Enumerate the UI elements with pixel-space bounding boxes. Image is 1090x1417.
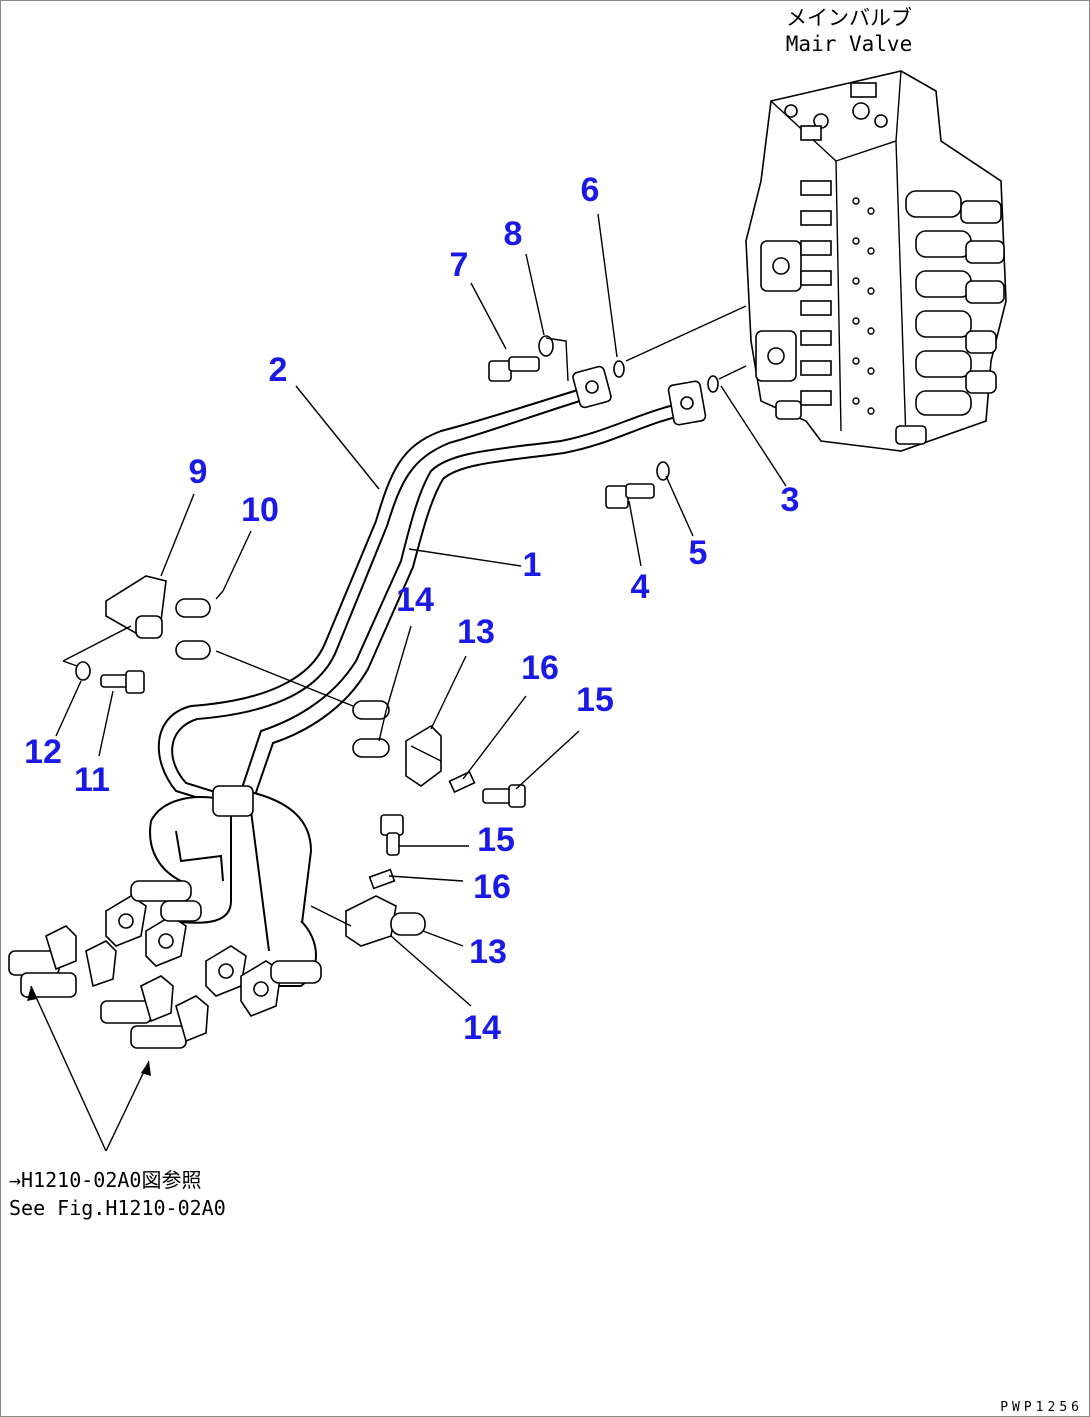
callout-7: 7	[450, 246, 469, 284]
callout-16-upper: 16	[521, 649, 559, 687]
pipe-1-flange	[667, 380, 707, 426]
callout-6: 6	[581, 171, 600, 209]
valve-label-en: Mair Valve	[786, 32, 912, 56]
valve-label-jp: メインバルブ	[786, 6, 912, 30]
callout-4: 4	[631, 568, 650, 606]
callout-1: 1	[523, 546, 542, 584]
callout-2: 2	[269, 351, 288, 389]
plate-16-lower	[368, 868, 396, 890]
main-valve-drawing	[745, 70, 1007, 452]
clamp-13-upper	[405, 724, 442, 787]
callout-13-lower: 13	[469, 933, 507, 971]
clamp-9	[105, 575, 167, 639]
callout-9: 9	[189, 453, 208, 491]
clamp-13-lower	[345, 895, 426, 947]
bolt-7	[488, 356, 540, 382]
sleeve-14-upper	[352, 700, 390, 758]
lower-flanges	[105, 880, 322, 1017]
callout-10: 10	[241, 491, 279, 529]
callout-8: 8	[504, 215, 523, 253]
o-ring-3	[707, 375, 719, 393]
left-pipe-ends	[8, 925, 209, 1049]
plate-16-upper	[448, 770, 476, 794]
bolt-4	[605, 483, 655, 509]
callout-12: 12	[24, 733, 62, 771]
bolt-15-upper	[482, 784, 526, 808]
callout-16-lower: 16	[473, 868, 511, 906]
pipe-1	[240, 400, 694, 802]
figure-code: PWP1256	[1000, 1400, 1083, 1415]
reference-text-jp: →H1210-02A0図参照	[9, 1168, 201, 1192]
pipe-2-flange	[572, 365, 612, 409]
bolt-15-lower	[380, 814, 404, 856]
callout-14-upper: 14	[396, 581, 434, 619]
callout-5: 5	[689, 534, 708, 572]
callout-15-lower: 15	[477, 821, 515, 859]
sleeve-10	[175, 598, 211, 660]
lower-pipe-network	[149, 785, 317, 987]
reference-text-en: See Fig.H1210-02A0	[9, 1196, 226, 1220]
callout-11: 11	[74, 761, 110, 799]
bolt-11	[100, 670, 145, 694]
washer-8	[538, 335, 554, 357]
callout-3: 3	[781, 481, 800, 519]
callout-14-lower: 14	[463, 1009, 501, 1047]
o-ring-6	[613, 360, 625, 378]
washer-12	[75, 661, 91, 681]
leader-lines	[55, 213, 787, 1007]
callout-13-upper: 13	[457, 613, 495, 651]
reference-arrows	[27, 985, 151, 1152]
callout-15-upper: 15	[576, 681, 614, 719]
washer-5	[656, 461, 670, 481]
